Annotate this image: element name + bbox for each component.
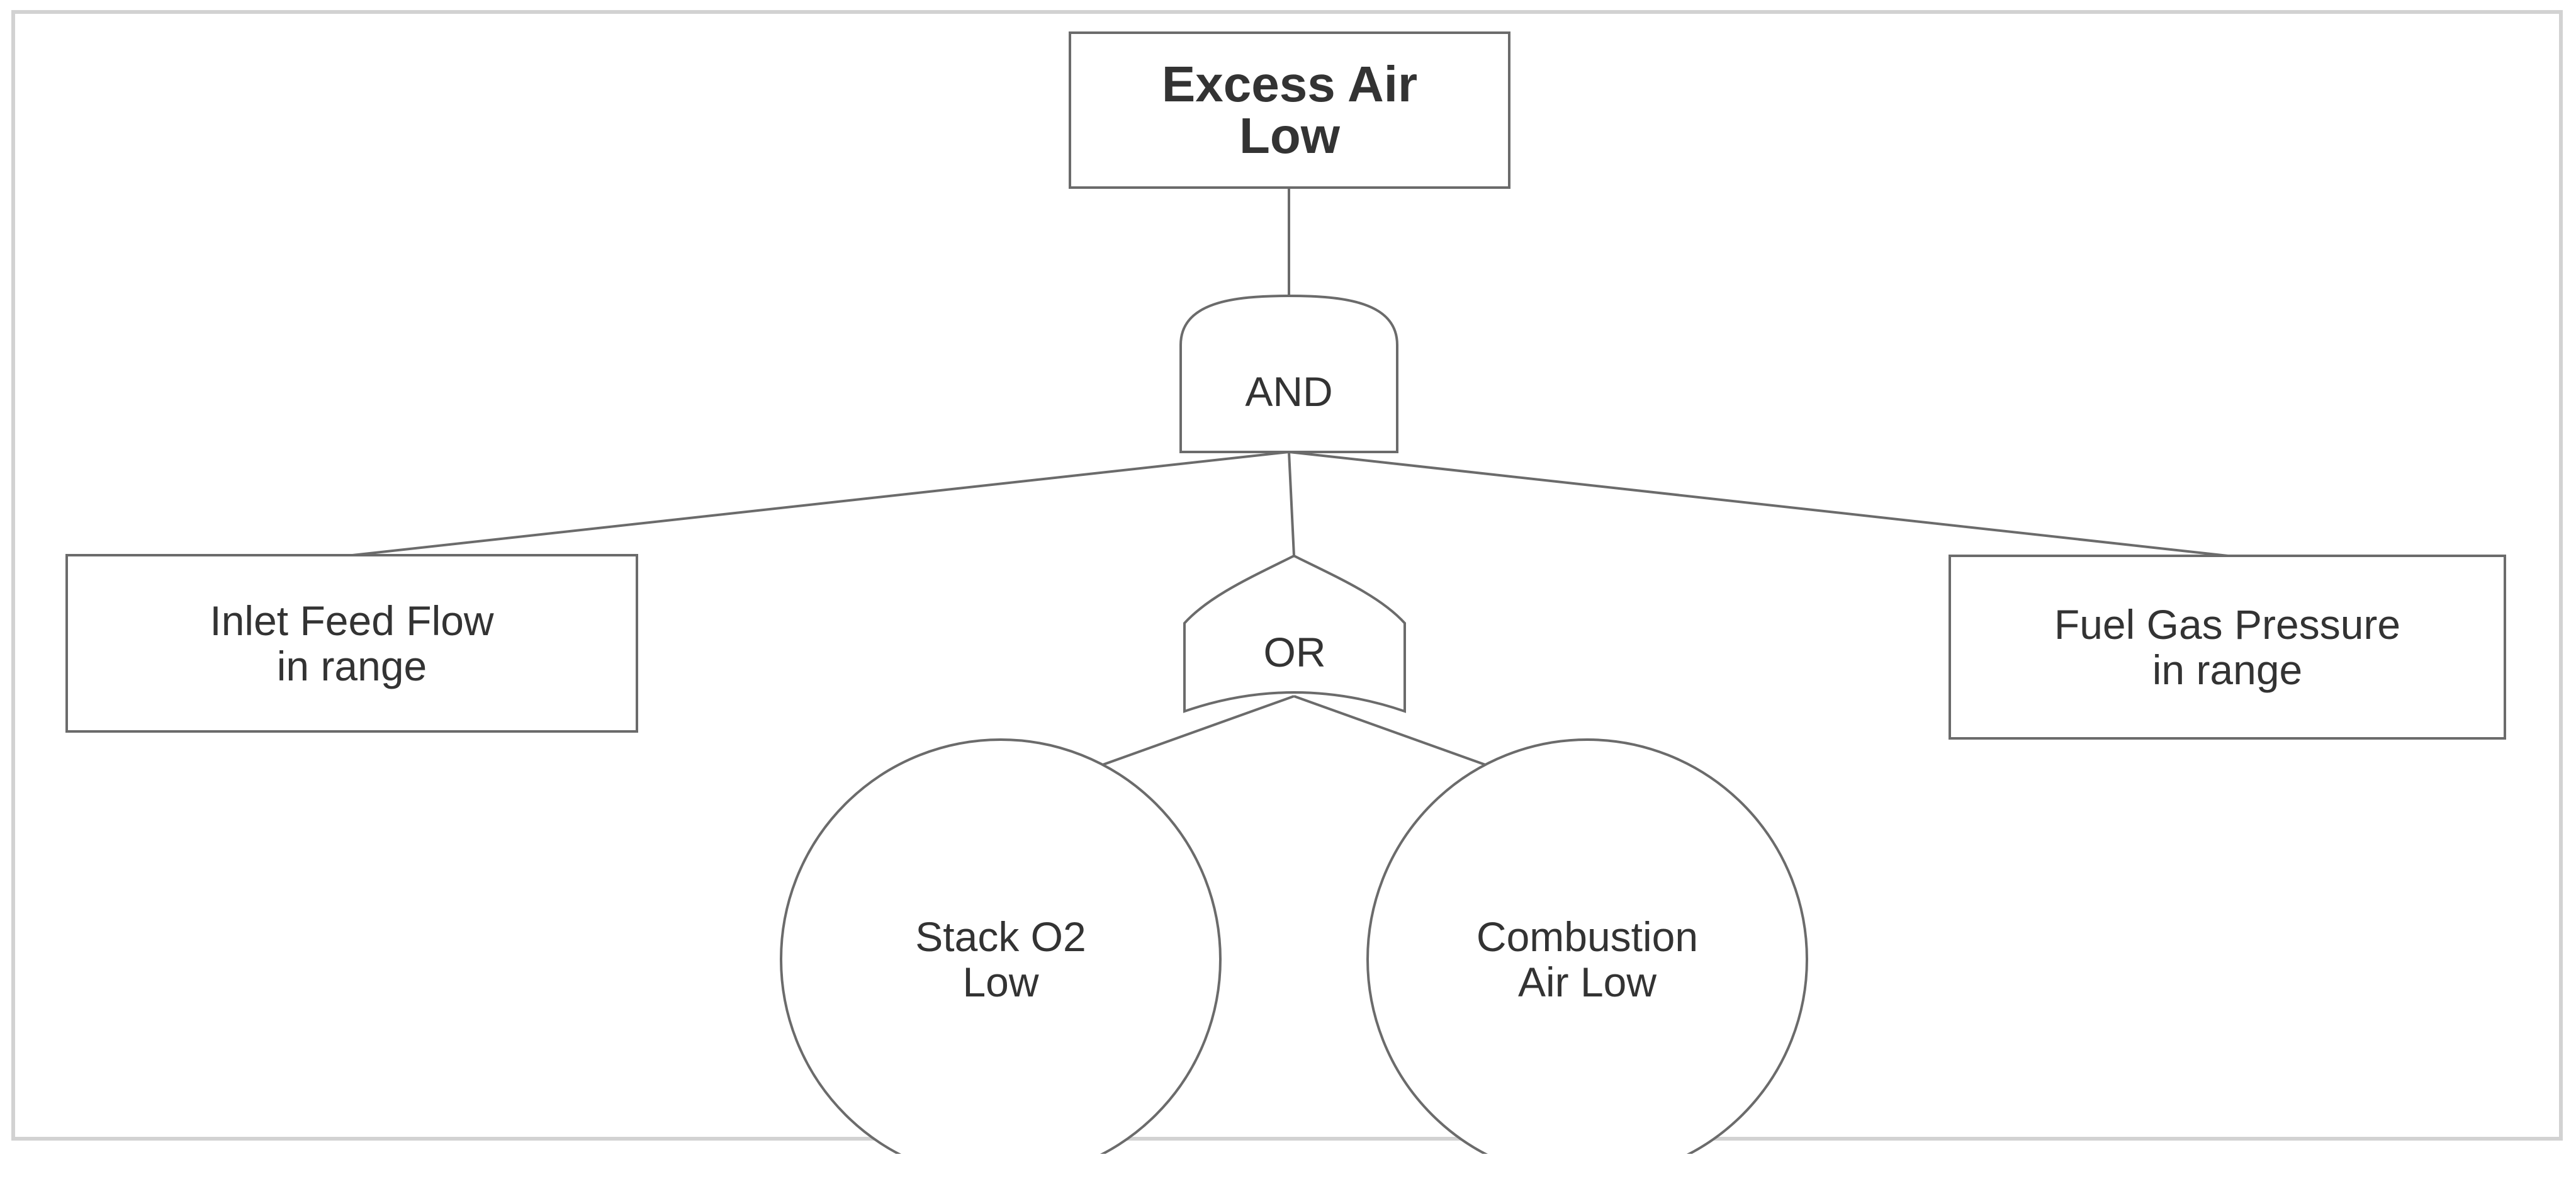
fuel-gas-pressure-box <box>1949 555 2506 740</box>
stack-o2-low-circle <box>780 738 1222 1154</box>
connector-and-to-or <box>1288 451 1295 556</box>
fault-tree-diagram <box>65 31 2506 1154</box>
connector-and-to-inlet-feed-flow <box>352 451 1290 556</box>
and-gate-symbol <box>1179 294 1398 453</box>
combustion-air-low-circle <box>1366 738 1808 1154</box>
inlet-feed-flow-box <box>65 554 638 733</box>
top-event-box <box>1069 31 1510 189</box>
or-gate-symbol <box>1183 554 1406 713</box>
connector-and-to-fuel-gas-pressure <box>1288 451 2229 557</box>
